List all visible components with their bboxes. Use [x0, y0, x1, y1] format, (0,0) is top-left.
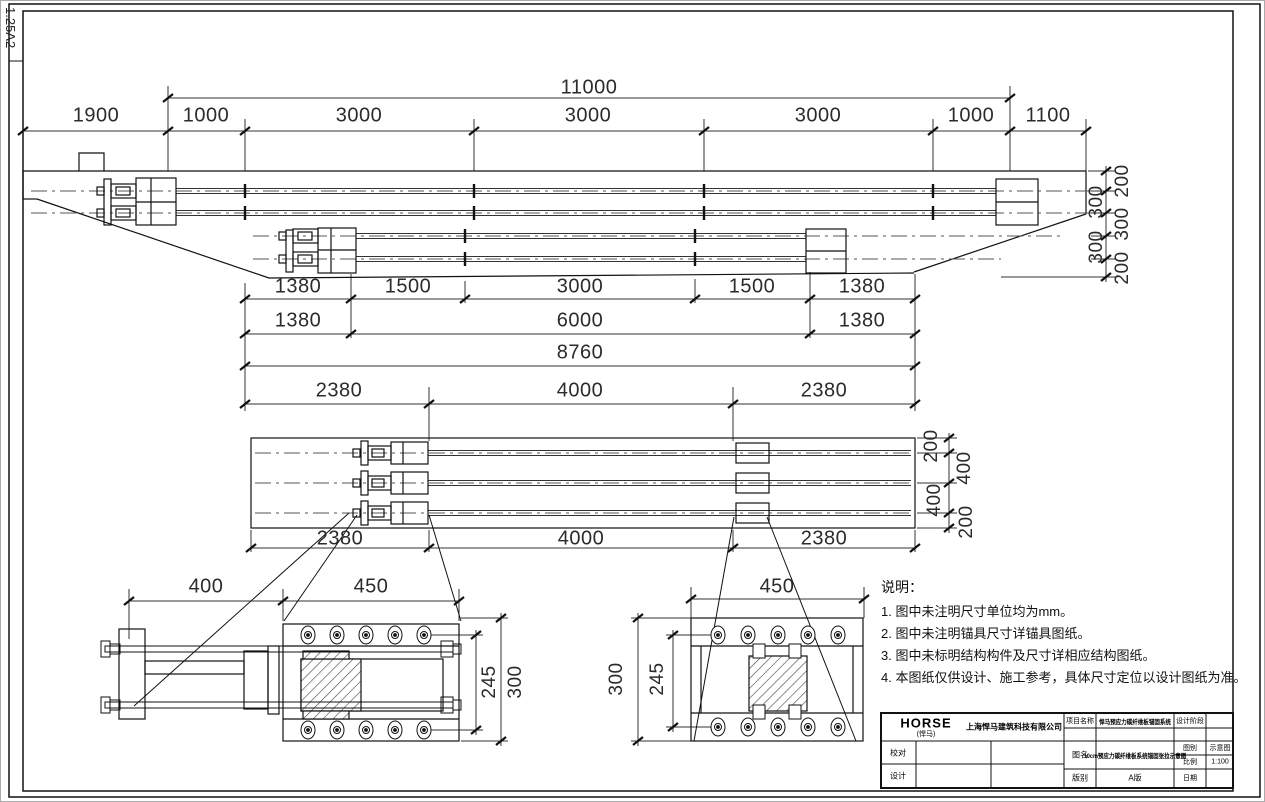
dim-v2r3: 400 [924, 483, 945, 517]
dim-c2: 1500 [384, 275, 432, 298]
dim-v2r1: 200 [921, 429, 942, 463]
dim-f3: 2380 [800, 379, 848, 402]
dim-v1r3: 300 [1112, 207, 1133, 241]
version-value: A版 [1128, 773, 1142, 783]
title-block-grid [880, 712, 1234, 789]
dim-g1: 2380 [316, 527, 364, 550]
dim-e1: 8760 [556, 341, 604, 364]
project-value: 悍马预应力碳纤维板锚固系统 [1099, 719, 1171, 726]
dim-b3: 3000 [335, 104, 383, 127]
tension-anchor-1 [96, 177, 177, 226]
dim-g2: 4000 [557, 527, 605, 550]
dim-b1: 1900 [72, 104, 120, 127]
dim-dr-450: 450 [759, 575, 795, 598]
stage-label: 设计阶段 [1176, 718, 1204, 725]
dim-v2r4: 200 [956, 505, 977, 539]
dim-v1r5: 200 [1112, 251, 1133, 285]
dim-c4: 1500 [728, 275, 776, 298]
company-name: 上海悍马建筑科技有限公司 [966, 722, 1062, 732]
dim-dl-245: 245 [479, 665, 500, 699]
dim-v2r2: 400 [954, 451, 975, 485]
dim-dr-300: 300 [606, 662, 627, 696]
scale-value: 1:100 [1211, 758, 1229, 766]
dim-b4: 3000 [564, 104, 612, 127]
check-label: 校对 [890, 748, 906, 758]
dim-b5: 3000 [794, 104, 842, 127]
notes-title: 说明： [881, 579, 923, 595]
dim-dr-245: 245 [647, 662, 668, 696]
dim-c5: 1380 [838, 275, 886, 298]
dim-v1r4: 300 [1086, 230, 1107, 264]
dim-c1: 1380 [274, 275, 322, 298]
dim-dl-400: 400 [188, 575, 224, 598]
dim-c3: 3000 [556, 275, 604, 298]
dim-b2: 1000 [182, 104, 230, 127]
dim-d1: 1380 [274, 309, 322, 332]
dim-v1r2: 300 [1086, 185, 1107, 219]
company-logo-sub: (悍马) [916, 731, 936, 738]
drawing-type-label: 图别 [1183, 745, 1197, 752]
dim-dl-450: 450 [353, 575, 389, 598]
dim-f1: 2380 [315, 379, 363, 402]
drawing-name-value: 10cm预应力碳纤维板系统锚固张拉示意图 [1083, 753, 1187, 760]
dim-f2: 4000 [556, 379, 604, 402]
note-3: 3. 图中未标明结构构件及尺寸详相应结构图纸。 [881, 648, 1156, 663]
design-label: 设计 [890, 771, 906, 781]
plan-view-top [22, 152, 1091, 279]
note-1: 1. 图中未注明尺寸单位均为mm。 [881, 604, 1074, 619]
version-label: 版别 [1072, 773, 1088, 783]
plan-view-middle [250, 437, 916, 529]
date-label: 日期 [1183, 775, 1197, 782]
dim-b7: 1100 [1025, 104, 1071, 127]
dim-dl-300: 300 [505, 665, 526, 699]
drawing-name-label: 图名 [1072, 750, 1088, 760]
dim-v1r1: 200 [1112, 164, 1133, 198]
dim-g3: 2380 [800, 527, 848, 550]
note-4: 4. 本图纸仅供设计、施工参考，具体尺寸定位以设计图纸为准。 [881, 670, 1247, 685]
dim-b6: 1000 [947, 104, 995, 127]
project-label: 项目名称 [1066, 718, 1094, 725]
tension-anchor-2 [278, 227, 357, 274]
dimension-lines [23, 86, 1115, 746]
dim-overall: 11000 [560, 76, 618, 99]
sheet-frame [8, 3, 1261, 798]
drawing-type-value: 示意图 [1209, 745, 1231, 752]
sheet-code: 1.25A2 [3, 7, 18, 49]
dim-d3: 1380 [838, 309, 886, 332]
detail-fixed-end [690, 617, 864, 742]
view2-anchors [352, 440, 770, 526]
dim-d2: 6000 [556, 309, 604, 332]
company-logo: HORSE [900, 715, 952, 731]
scale-label: 比例 [1183, 759, 1197, 766]
detail-tension-end [100, 623, 462, 742]
note-2: 2. 图中未注明锚具尺寸详锚具图纸。 [881, 626, 1091, 641]
